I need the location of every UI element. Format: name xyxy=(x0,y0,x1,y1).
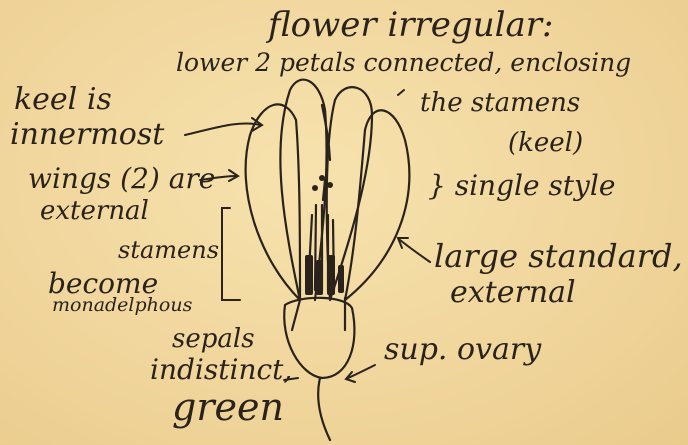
stem xyxy=(318,378,330,440)
left-wing-petal xyxy=(246,104,300,300)
stamens-label-line-1: stamens xyxy=(118,238,219,262)
ovary-label: sup. ovary xyxy=(384,335,541,365)
standard-petal xyxy=(345,110,409,300)
title-line-2: lower 2 petals connected, enclosing xyxy=(176,50,631,75)
title-line-3: the stamens xyxy=(420,90,580,116)
title-line-4: (keel) xyxy=(508,130,583,156)
keel-label-line-1: keel is xyxy=(14,85,112,115)
sepals-label-line-2: indistinct, xyxy=(150,356,292,384)
standard-label-line-1: large standard, xyxy=(434,240,683,272)
keel-label-line-2: innermost xyxy=(10,120,164,150)
wings-label-line-1: wings (2) are xyxy=(28,165,215,193)
stamens-label-line-3: monadelphous xyxy=(52,296,192,315)
sepals-label-line-3: green xyxy=(172,388,284,426)
style-label: } single style xyxy=(428,172,615,200)
title-line-1: flower irregular: xyxy=(268,8,553,42)
sepals-label-line-1: sepals xyxy=(172,326,255,352)
standard-label-line-2: external xyxy=(450,278,576,308)
wings-label-line-2: external xyxy=(40,198,149,224)
